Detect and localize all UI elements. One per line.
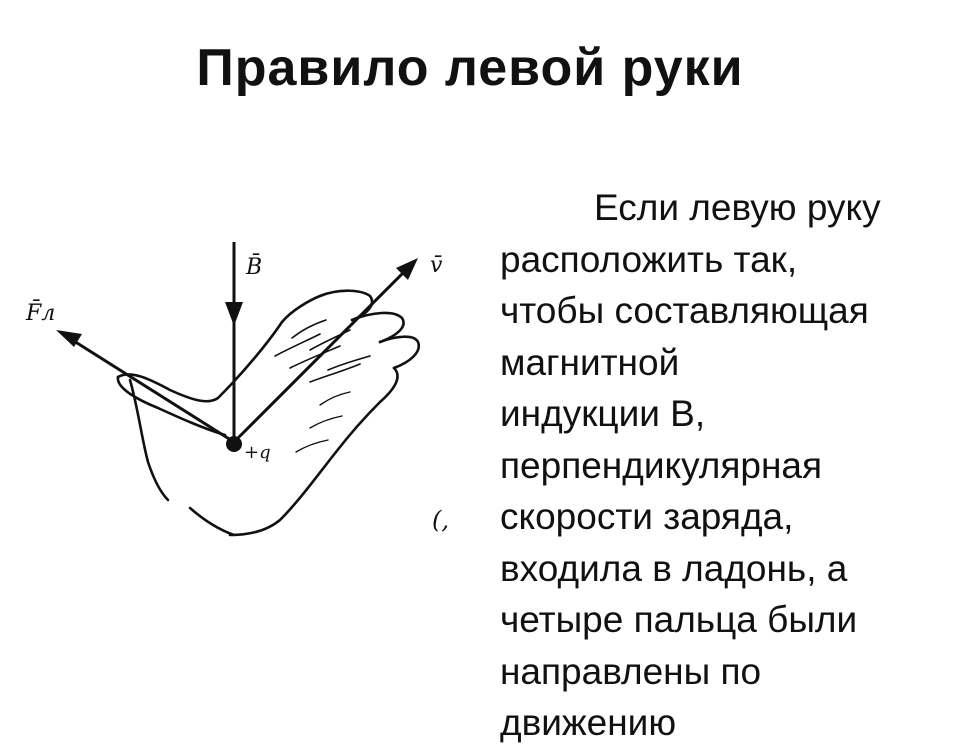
text-line: входила в ладонь, а (500, 547, 848, 589)
text-line: движению (500, 702, 677, 743)
label-corner: (, (432, 506, 449, 534)
rule-text: Если левую руку расположить так, чтобы с… (500, 182, 940, 749)
label-velocity: v̄ (430, 253, 443, 278)
text-line: магнитной (500, 341, 680, 383)
text-line: чтобы составляющая (500, 290, 869, 331)
slide-title: Правило левой руки (196, 39, 744, 97)
text-line: перпендикулярная (500, 444, 823, 486)
text-line: скорости заряда, (500, 496, 794, 537)
vector-induction (225, 242, 243, 442)
charge-point (226, 436, 242, 452)
text-line: расположить так, (500, 238, 798, 280)
text-line: направлены по (500, 650, 762, 692)
vector-force (56, 330, 235, 444)
vector-velocity (232, 258, 418, 444)
text-line: индукции В, (500, 393, 706, 434)
hand-drawing (116, 289, 421, 537)
text-line: Если левую руку (594, 187, 881, 228)
label-induction: B̄ (245, 253, 262, 280)
left-hand-rule-diagram: F̄л B̄ v̄ +q (, (20, 230, 470, 550)
text-line: четыре пальца были (500, 599, 858, 640)
label-charge: +q (244, 442, 271, 463)
label-force: F̄л (25, 299, 55, 326)
